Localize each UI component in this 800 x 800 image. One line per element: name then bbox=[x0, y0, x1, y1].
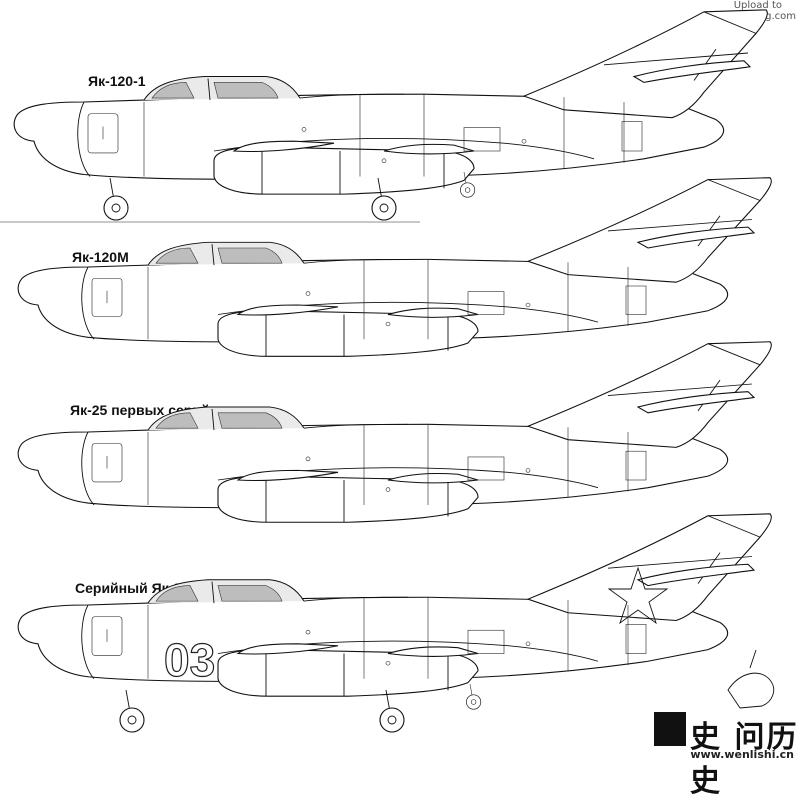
watermark-url: www.wenlishi.cn bbox=[690, 748, 794, 761]
watermark-top-line-1: Upload to bbox=[733, 0, 782, 11]
profile-yak-25m bbox=[17, 513, 772, 697]
red-star-icon bbox=[607, 566, 669, 625]
logo-square-icon bbox=[654, 712, 686, 746]
horseman-logo-icon bbox=[727, 649, 775, 709]
label-yak-120-1: Як-120-1 bbox=[88, 73, 146, 89]
profiles-drawing: 03 bbox=[0, 9, 775, 746]
profile-yak-120-1 bbox=[13, 9, 768, 195]
nose-gear-yak-25m bbox=[119, 689, 145, 733]
tail-number-yak-25m: 03 bbox=[164, 634, 215, 686]
label-yak-120m: Як-120М bbox=[72, 249, 129, 265]
profile-yak-25-early bbox=[17, 341, 772, 523]
nose-gear-yak-120-1 bbox=[103, 177, 129, 221]
main-gear-yak-25m bbox=[379, 689, 405, 733]
rear-gear-yak-25m bbox=[466, 683, 482, 710]
